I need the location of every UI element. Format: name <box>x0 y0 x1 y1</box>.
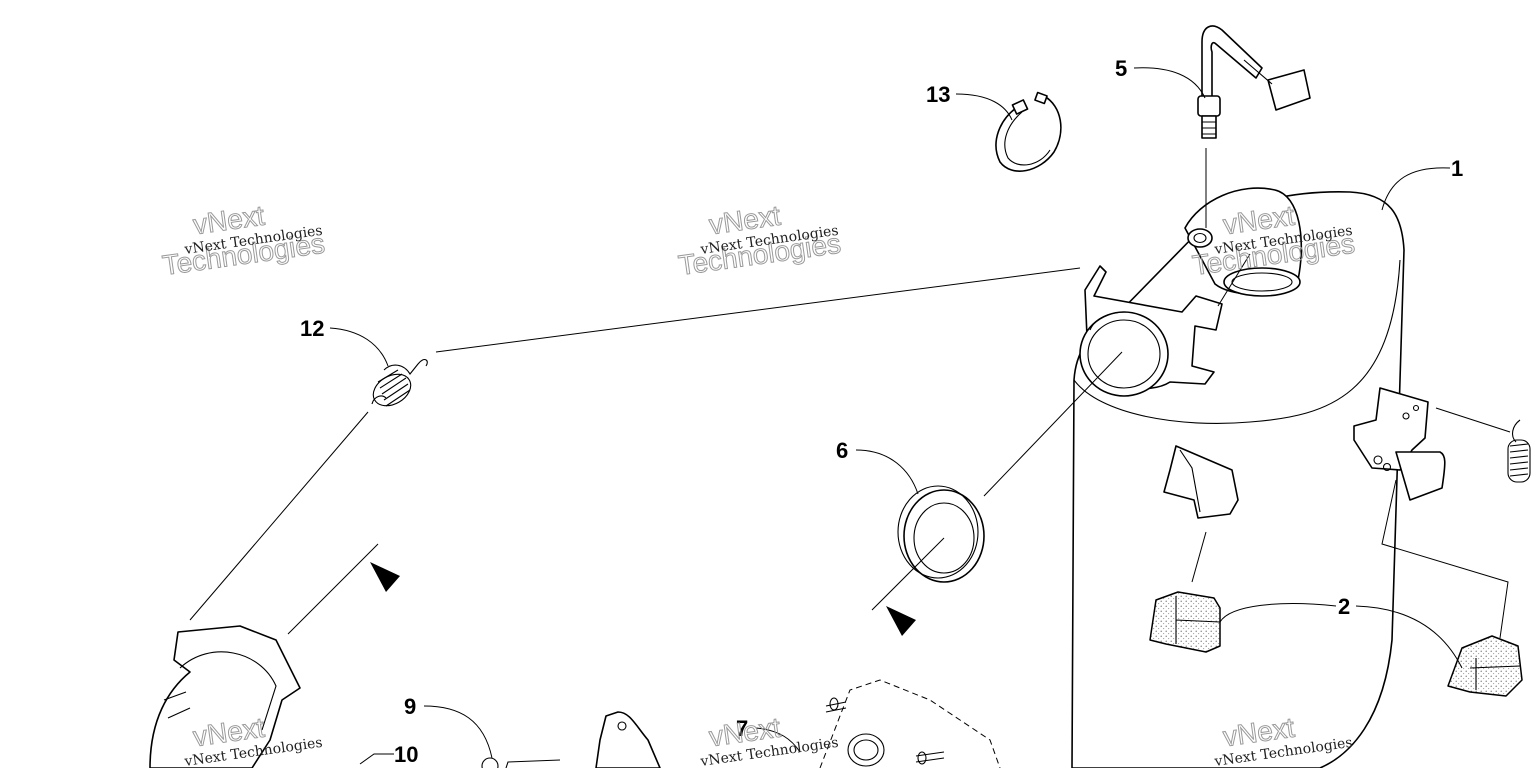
callout-6: 6 <box>836 438 848 463</box>
watermark-1: vNext Technologies vNext Technologies <box>160 199 327 281</box>
direction-arrow-left <box>370 562 400 592</box>
callout-7: 7 <box>736 716 748 741</box>
manifold-gasket-part[interactable] <box>481 679 1001 768</box>
callout-10: 10 <box>394 742 418 767</box>
callout-13: 13 <box>926 82 950 107</box>
muffler-body-part[interactable] <box>1071 187 1446 768</box>
callout-2: 2 <box>1338 594 1350 619</box>
callout-labels: 1 2 5 6 7 9 10 12 13 <box>300 56 1463 767</box>
spring-part[interactable] <box>368 358 428 413</box>
assembly-lines <box>189 148 1511 639</box>
oxygen-sensor-part[interactable] <box>1197 25 1311 139</box>
side-spring-part[interactable] <box>1507 419 1531 483</box>
watermark-5: vNext vNext Technologies <box>699 711 840 768</box>
callout-1: 1 <box>1451 156 1463 181</box>
watermark-2: vNext Technologies vNext Technologies <box>676 199 843 281</box>
callout-5: 5 <box>1115 56 1127 81</box>
clamp-ring-part[interactable] <box>995 91 1062 172</box>
callout-12: 12 <box>300 316 324 341</box>
callout-9: 9 <box>404 694 416 719</box>
gasket-ring-part[interactable] <box>897 485 985 583</box>
direction-arrow-right <box>886 606 916 636</box>
callout-leaders <box>329 67 1463 765</box>
rubber-pad-part[interactable] <box>1149 591 1523 697</box>
exhaust-pipe-flange-part[interactable] <box>149 625 301 768</box>
